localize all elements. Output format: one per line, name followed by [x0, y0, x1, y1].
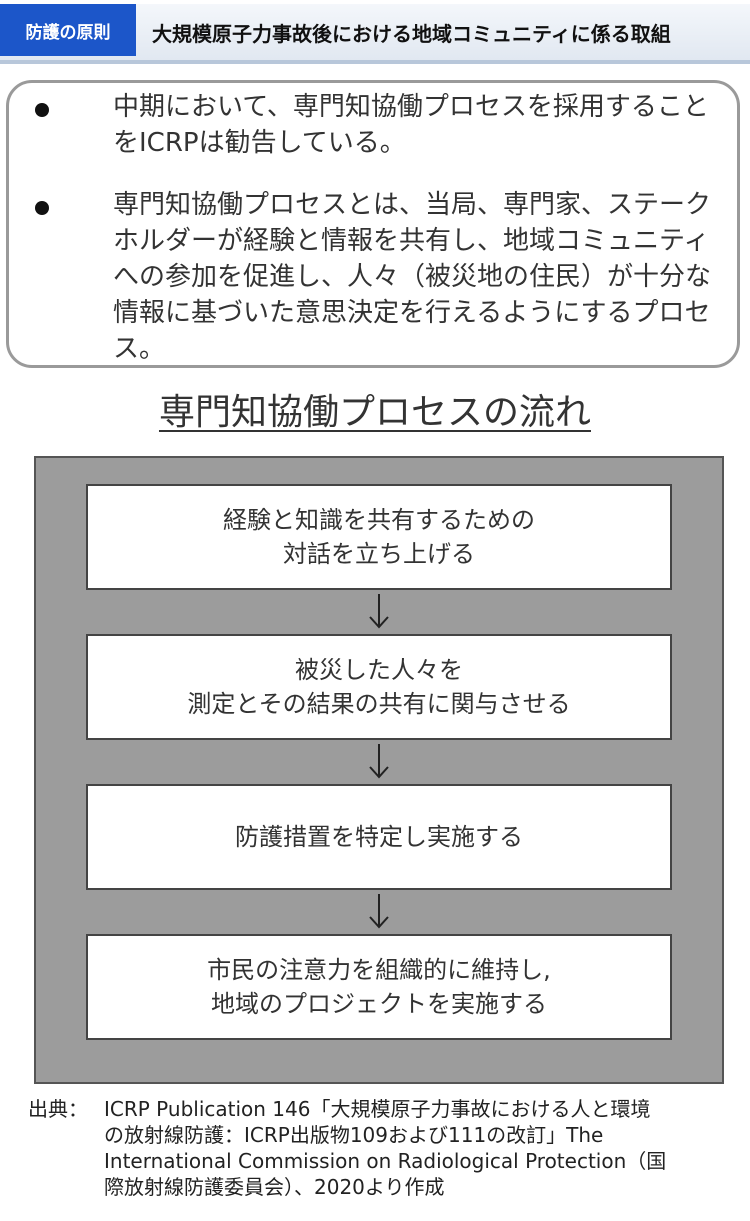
flow-step-3: 防護措置を特定し実施する	[86, 784, 672, 890]
flow-step-4: 市民の注意力を組織的に維持し, 地域のプロジェクトを実施する	[86, 934, 672, 1040]
bullet-dot-icon	[35, 201, 49, 215]
flow-step-2: 被災した人々を 測定とその結果の共有に関与させる	[86, 634, 672, 740]
flow-step-text: 防護措置を特定し実施する	[235, 823, 523, 851]
flow-step-text: 経験と知識を共有するための 対話を立ち上げる	[223, 506, 535, 568]
arrow-down-icon	[369, 744, 389, 779]
summary-box: 中期において、専門知協働プロセスを採用することをICRPは勧告している。 専門知…	[6, 80, 740, 368]
flow-step-text: 被災した人々を 測定とその結果の共有に関与させる	[187, 656, 571, 718]
bullet-dot-icon	[35, 103, 49, 117]
flow-title-text: 専門知協働プロセスの流れ	[158, 392, 591, 433]
page-title: 大規模原子力事故後における地域コミュニティに係る取組	[152, 21, 671, 46]
flow-panel: 経験と知識を共有するための 対話を立ち上げる 被災した人々を 測定とその結果の共…	[34, 456, 724, 1084]
category-tag: 防護の原則	[0, 4, 136, 56]
flow-title: 専門知協働プロセスの流れ	[0, 388, 750, 438]
citation-label: 出典：	[28, 1097, 88, 1121]
citation-text: ICRP Publication 146「大規模原子力事故における人と環境 の放…	[104, 1097, 667, 1199]
flow-step-1: 経験と知識を共有するための 対話を立ち上げる	[86, 484, 672, 590]
header: 防護の原則 大規模原子力事故後における地域コミュニティに係る取組	[0, 0, 750, 66]
arrow-down-icon	[369, 894, 389, 929]
bullet-text: 中期において、専門知協働プロセスを採用することをICRPは勧告している。	[113, 92, 709, 158]
flow-step-text: 市民の注意力を組織的に維持し, 地域のプロジェクトを実施する	[207, 956, 551, 1018]
arrow-down-icon	[369, 594, 389, 629]
bullet-text: 専門知協働プロセスとは、当局、専門家、ステークホルダーが経験と情報を共有し、地域…	[113, 190, 712, 364]
